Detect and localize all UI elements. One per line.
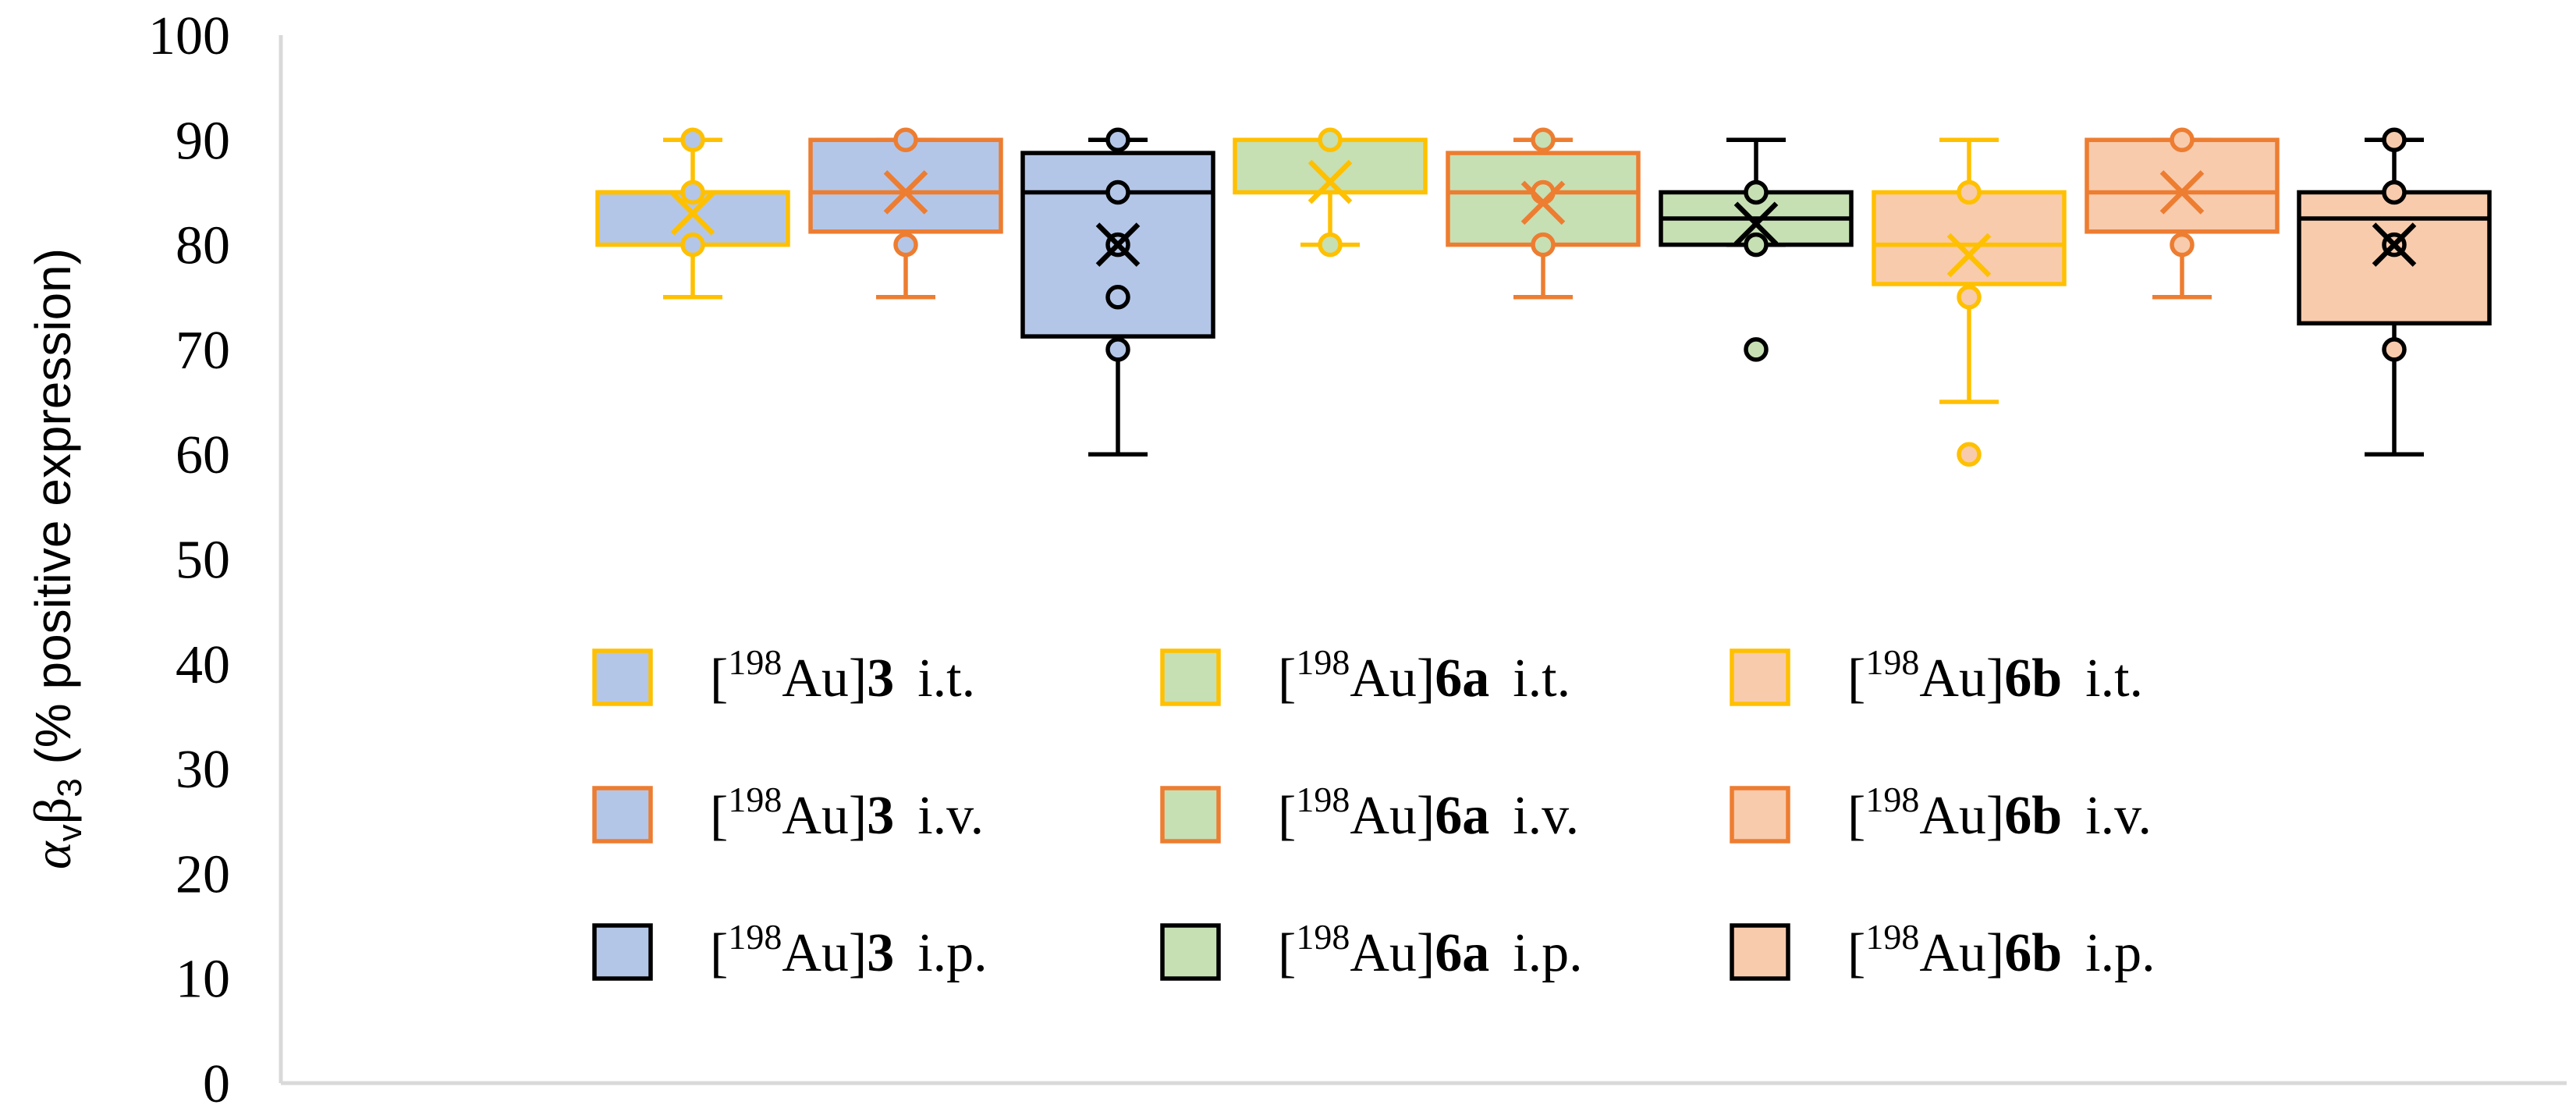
mean-marker (1308, 159, 1353, 204)
box-group (1233, 127, 1428, 258)
y-tick-label: 80 (176, 216, 230, 276)
data-point (893, 232, 918, 258)
data-point (1318, 127, 1343, 153)
legend-swatch (1730, 648, 1790, 706)
mean-marker (2159, 170, 2205, 215)
data-point (2170, 232, 2195, 258)
data-point (680, 232, 705, 258)
legend-swatch (1160, 923, 1221, 981)
legend-swatch (592, 786, 653, 844)
box-group (2297, 127, 2492, 456)
data-point (1531, 232, 1556, 258)
data-point (1105, 337, 1130, 362)
ylabel-text: (% positive expression) (25, 248, 81, 778)
data-point (1957, 179, 1982, 205)
data-point (2382, 337, 2407, 362)
axes (279, 35, 2567, 1085)
box-group (2085, 127, 2280, 300)
data-point (893, 127, 918, 153)
box-group (1659, 137, 1854, 362)
mean-marker (1946, 233, 1992, 278)
box-group (1446, 127, 1641, 300)
box (2085, 137, 2280, 234)
data-point (2382, 127, 2407, 153)
mean-marker (670, 191, 715, 236)
y-tick-label: 10 (176, 950, 230, 1010)
ylabel-beta-sub: 3 (51, 778, 89, 797)
data-point (1105, 179, 1130, 205)
box (2297, 190, 2492, 326)
legend-swatch (592, 923, 653, 981)
legend-swatch (1160, 786, 1221, 844)
box-group (1872, 137, 2067, 467)
data-point (2382, 179, 2407, 205)
y-tick-label: 60 (176, 425, 230, 485)
mean-marker (1520, 180, 1566, 226)
box-group (595, 127, 790, 300)
data-point (1105, 127, 1130, 153)
y-tick-label: 0 (203, 1054, 230, 1114)
mean-marker (1733, 201, 1779, 247)
box-group (1020, 127, 1215, 456)
y-axis-label: αvβ3 (% positive expression) (23, 248, 89, 869)
data-point (1531, 127, 1556, 153)
box-series (595, 127, 2492, 467)
data-point (1744, 337, 1769, 362)
legend-swatch (1730, 923, 1790, 981)
y-tick-label: 40 (176, 635, 230, 695)
y-tick-labels: 0 10 20 30 40 50 60 70 80 90 100 (148, 6, 230, 1114)
data-point (1105, 285, 1130, 310)
data-point (1744, 232, 1769, 258)
y-tick-label: 30 (176, 740, 230, 800)
legend-swatch (1160, 648, 1221, 706)
legend-swatch (1730, 786, 1790, 844)
ylabel-alpha-sub: v (51, 824, 89, 841)
data-point (680, 179, 705, 205)
ylabel-beta: β (23, 798, 82, 825)
data-point (1744, 179, 1769, 205)
svg-text:αvβ3 (% positive expression): αvβ3 (% positive expression) (23, 248, 89, 869)
box (1872, 190, 2067, 286)
mean-marker (2372, 222, 2417, 267)
mean-marker (883, 170, 928, 215)
data-point (1957, 285, 1982, 310)
y-tick-label: 90 (176, 111, 230, 171)
box-group (808, 127, 1003, 300)
mean-marker (1095, 222, 1141, 267)
y-tick-label: 20 (176, 844, 230, 904)
data-point (680, 127, 705, 153)
data-point (2170, 127, 2195, 153)
y-tick-label: 70 (176, 321, 230, 381)
box (808, 137, 1003, 234)
data-point (1957, 442, 1982, 467)
data-point (1318, 232, 1343, 258)
y-tick-label: 50 (176, 531, 230, 591)
ylabel-alpha: α (23, 840, 82, 869)
y-tick-label: 100 (148, 6, 230, 66)
legend-swatch (592, 648, 653, 706)
